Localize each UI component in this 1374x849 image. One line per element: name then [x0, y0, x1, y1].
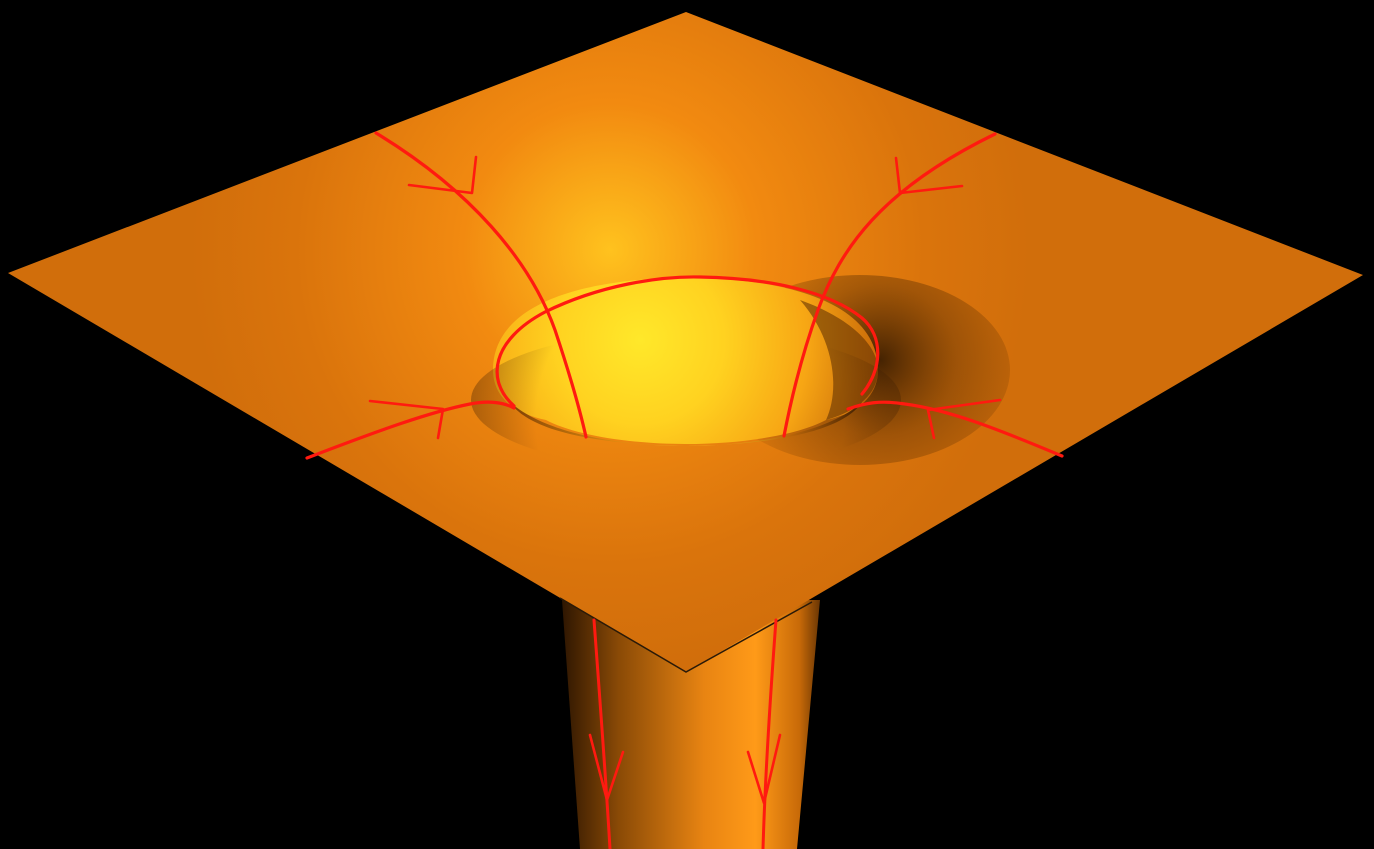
flow-line-tube-right: [761, 618, 778, 849]
arrow-right: [926, 398, 1002, 440]
arrow-tube-left: [588, 733, 625, 802]
arrow-tube-right: [746, 733, 782, 805]
rim-circle: [495, 275, 880, 408]
flow-curves: [305, 131, 1064, 849]
flow-line-tube-left: [592, 618, 612, 849]
flow-line-left: [305, 400, 516, 460]
funnel-tube: [562, 600, 820, 849]
flow-line-upper-right: [782, 132, 997, 438]
arrow-upper-left: [407, 155, 478, 195]
arrow-upper-right: [894, 156, 964, 195]
funnel-opening: [471, 278, 901, 470]
flow-line-right: [846, 400, 1064, 458]
flow-line-upper-left: [374, 131, 588, 439]
arrow-left: [368, 399, 445, 440]
